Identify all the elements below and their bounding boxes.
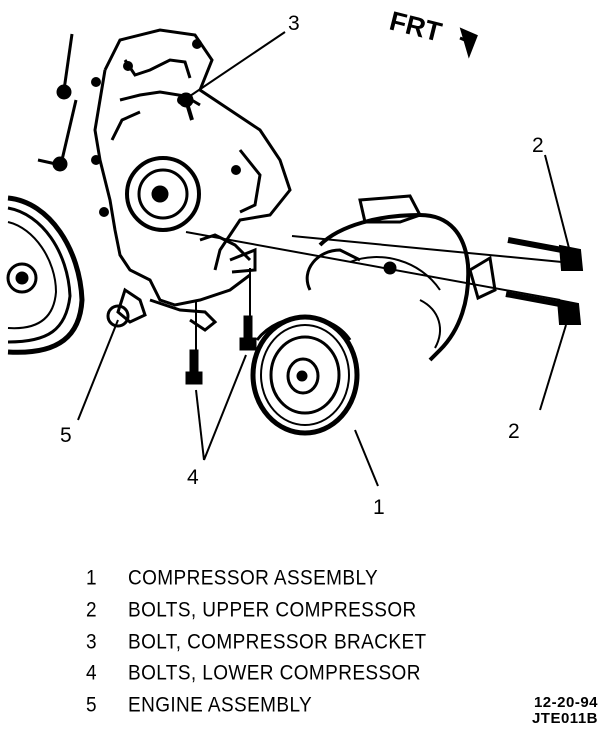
upper-compressor-bolts bbox=[185, 231, 584, 325]
callout-1: 1 bbox=[373, 496, 385, 519]
callout-4: 4 bbox=[187, 466, 199, 489]
legend-number: 5 bbox=[86, 693, 97, 718]
bracket-bolt-heads bbox=[91, 39, 241, 217]
legend-text: ENGINE ASSEMBLY bbox=[128, 693, 313, 718]
parts-legend: 1 COMPRESSOR ASSEMBLY 2 BOLTS, UPPER COM… bbox=[82, 563, 502, 722]
figure-identifier: 12-20-94 JTE011B bbox=[532, 695, 598, 727]
front-label: FRT bbox=[387, 6, 446, 48]
legend-item: 4 BOLTS, LOWER COMPRESSOR bbox=[82, 656, 502, 692]
legend-text: BOLTS, UPPER COMPRESSOR bbox=[128, 598, 417, 622]
callout-3: 3 bbox=[288, 12, 300, 35]
compressor-mounting-diagram: FRT bbox=[6, 6, 584, 519]
legend-item: 5 ENGINE ASSEMBLY bbox=[82, 688, 502, 724]
callout-2-upper: 2 bbox=[532, 134, 544, 157]
legend-number: 4 bbox=[86, 661, 97, 686]
compressor-body bbox=[305, 194, 497, 362]
idler-pulley bbox=[125, 156, 201, 232]
figure-code: JTE011B bbox=[531, 710, 598, 727]
front-direction-indicator: FRT bbox=[387, 6, 478, 59]
leader-lines bbox=[77, 31, 571, 487]
legend-number: 1 bbox=[86, 566, 97, 591]
engine-bracket bbox=[93, 28, 292, 332]
figure-date: 12-20-94 bbox=[533, 694, 598, 711]
legend-text: COMPRESSOR ASSEMBLY bbox=[128, 566, 379, 591]
legend-number: 3 bbox=[86, 630, 97, 654]
legend-item: 3 BOLT, COMPRESSOR BRACKET bbox=[82, 625, 502, 661]
callout-5: 5 bbox=[60, 424, 72, 447]
engine-studs bbox=[37, 33, 78, 172]
bracket-bolt bbox=[178, 92, 194, 121]
lower-compressor-bolts bbox=[185, 268, 257, 385]
legend-text: BOLTS, LOWER COMPRESSOR bbox=[128, 661, 421, 686]
callout-2-lower: 2 bbox=[508, 420, 520, 443]
legend-text: BOLT, COMPRESSOR BRACKET bbox=[128, 630, 427, 654]
engine-pulley bbox=[6, 195, 85, 355]
front-arrow-icon bbox=[459, 27, 478, 59]
legend-number: 2 bbox=[86, 598, 97, 622]
legend-item: 2 BOLTS, UPPER COMPRESSOR bbox=[82, 593, 502, 629]
compressor-clutch-pulley bbox=[250, 314, 360, 436]
legend-item: 1 COMPRESSOR ASSEMBLY bbox=[82, 561, 502, 597]
